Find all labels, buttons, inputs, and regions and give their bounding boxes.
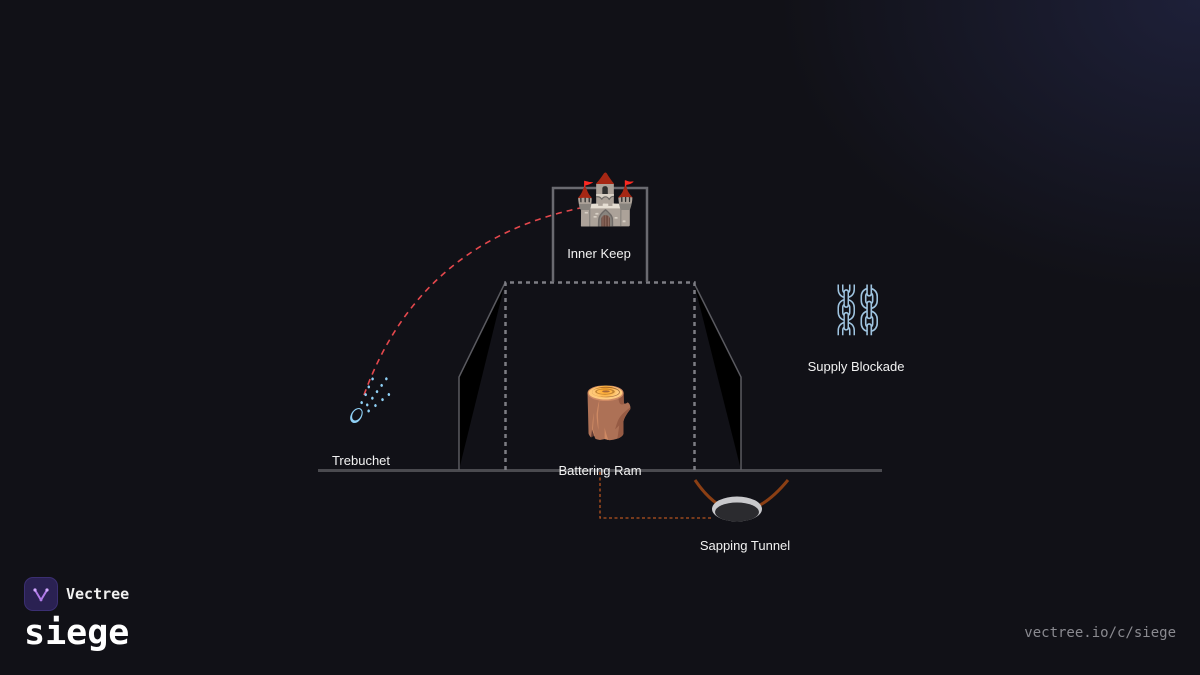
supply-blockade-label: Supply Blockade (807, 359, 905, 374)
page-title: siege (24, 613, 130, 653)
left-outer-wall-outline (458, 282, 506, 470)
log-icon: 🪵 (576, 384, 639, 442)
comet-icon: ☄ (346, 376, 394, 436)
inner-keep-tower (551, 186, 649, 282)
right-outer-wall (694, 283, 741, 470)
brand-name: Vectree (66, 585, 130, 603)
inner-keep-label: Inner Keep (567, 246, 631, 261)
sapping-tunnel-label: Sapping Tunnel (699, 538, 791, 553)
inner-bailey-walls (504, 281, 696, 470)
castle-icon: 🏰 (574, 170, 637, 228)
trebuchet-label: Trebuchet (331, 453, 391, 468)
right-outer-wall-outline (693, 282, 742, 470)
battering-ram-label: Battering Ram (558, 463, 642, 478)
vectree-logo-icon (24, 577, 58, 611)
left-outer-wall (459, 283, 505, 470)
footer-url[interactable]: vectree.io/c/siege (1024, 625, 1176, 641)
hole-icon (712, 496, 762, 522)
chains-icon: ⛓ (826, 281, 890, 339)
sapping-tunnel-path (599, 472, 712, 519)
brand: Vectree (24, 577, 129, 611)
